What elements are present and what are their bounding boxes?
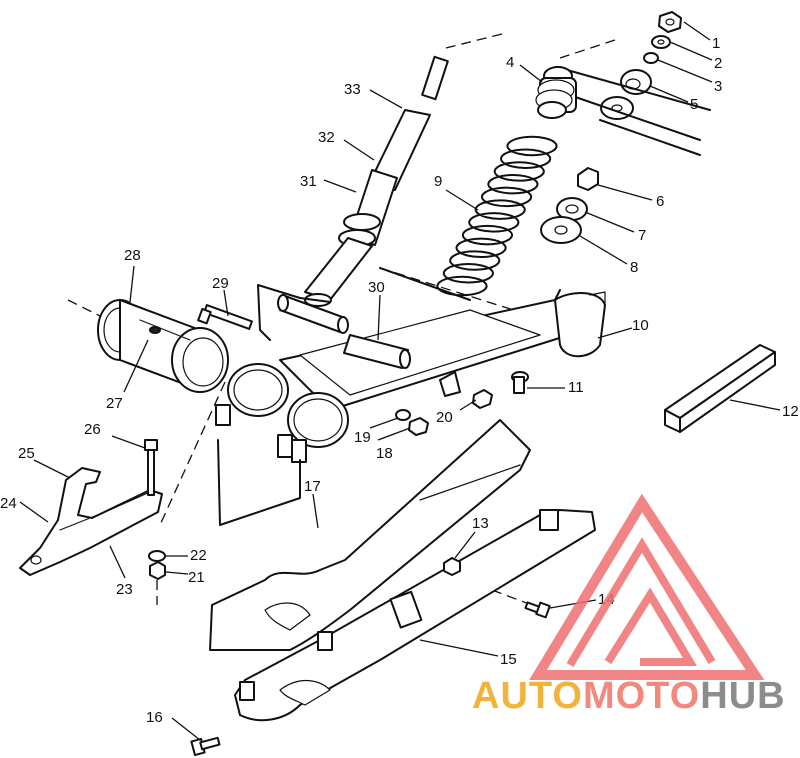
part-14-bolt bbox=[524, 601, 551, 619]
part-21-nut bbox=[149, 561, 166, 580]
left-bracket-outline bbox=[217, 284, 331, 526]
callout-15: 15 bbox=[500, 651, 517, 668]
leader-lines bbox=[19, 21, 781, 741]
part-15-lower-arm-lower bbox=[234, 509, 596, 722]
callout-27: 27 bbox=[106, 395, 123, 412]
callout-5: 5 bbox=[690, 96, 698, 113]
logo-word-hub: HUB bbox=[700, 675, 786, 717]
part-16-bolt bbox=[190, 736, 221, 757]
callout-21: 21 bbox=[188, 569, 205, 586]
callout-19: 19 bbox=[354, 429, 371, 446]
part-28-bearing-housing bbox=[97, 299, 229, 393]
logo-word-moto: MOTO bbox=[582, 675, 701, 717]
callout-22: 22 bbox=[190, 547, 207, 564]
part-2-washer bbox=[651, 35, 671, 49]
callout-3: 3 bbox=[714, 78, 722, 95]
callout-16: 16 bbox=[146, 709, 163, 726]
callout-24: 24 bbox=[0, 495, 17, 512]
part-22-washer bbox=[148, 550, 166, 562]
callout-9: 9 bbox=[434, 173, 442, 190]
shock-mount-pin bbox=[277, 294, 349, 334]
callout-31: 31 bbox=[300, 173, 317, 190]
callout-13: 13 bbox=[472, 515, 489, 532]
part-10-swing-arm bbox=[279, 267, 606, 411]
part-1-nut bbox=[658, 11, 682, 33]
part-11-bolt bbox=[511, 371, 529, 394]
part-30-cross-tube bbox=[343, 334, 411, 369]
part-9-spring bbox=[436, 135, 558, 297]
callout-28: 28 bbox=[124, 247, 141, 264]
logo-word-auto: AUTO bbox=[472, 675, 583, 717]
callout-2: 2 bbox=[714, 55, 722, 72]
callout-1: 1 bbox=[712, 35, 720, 52]
callout-4: 4 bbox=[506, 54, 514, 71]
part-18-nut bbox=[408, 417, 429, 436]
callout-6: 6 bbox=[656, 193, 664, 210]
part-6-nut bbox=[577, 167, 599, 191]
callout-8: 8 bbox=[630, 259, 638, 276]
callout-12: 12 bbox=[782, 403, 799, 420]
part-5-cushion bbox=[620, 69, 652, 95]
callout-23: 23 bbox=[116, 581, 133, 598]
callout-33: 33 bbox=[344, 81, 361, 98]
part-20-nut bbox=[472, 389, 493, 409]
part-12-square-bar bbox=[664, 344, 776, 433]
part-29-long-bolt bbox=[197, 304, 253, 330]
callout-7: 7 bbox=[638, 227, 646, 244]
part-4-shock-top bbox=[535, 66, 577, 119]
callout-20: 20 bbox=[436, 409, 453, 426]
part-24-25-bracket bbox=[19, 467, 163, 576]
callout-11: 11 bbox=[568, 379, 584, 396]
callout-25: 25 bbox=[18, 445, 35, 462]
part-3-washer bbox=[643, 52, 659, 64]
part-31-33-shock-body bbox=[304, 55, 449, 307]
watermark-logo-text: AUTOMOTOHUB bbox=[472, 675, 786, 718]
part-19-washer bbox=[395, 409, 411, 421]
callout-26: 26 bbox=[84, 421, 101, 438]
callout-29: 29 bbox=[212, 275, 229, 292]
callout-17: 17 bbox=[304, 478, 321, 495]
clamp-rings bbox=[215, 363, 349, 463]
part-13-nut bbox=[443, 557, 461, 576]
callout-18: 18 bbox=[376, 445, 393, 462]
part-26-bolt bbox=[144, 439, 158, 496]
callout-32: 32 bbox=[318, 129, 335, 146]
callout-30: 30 bbox=[368, 279, 385, 296]
watermark-logo-triangle bbox=[529, 493, 765, 680]
callout-10: 10 bbox=[632, 317, 649, 334]
part-17-lower-arm bbox=[209, 419, 531, 651]
part-8-washer bbox=[540, 216, 582, 244]
